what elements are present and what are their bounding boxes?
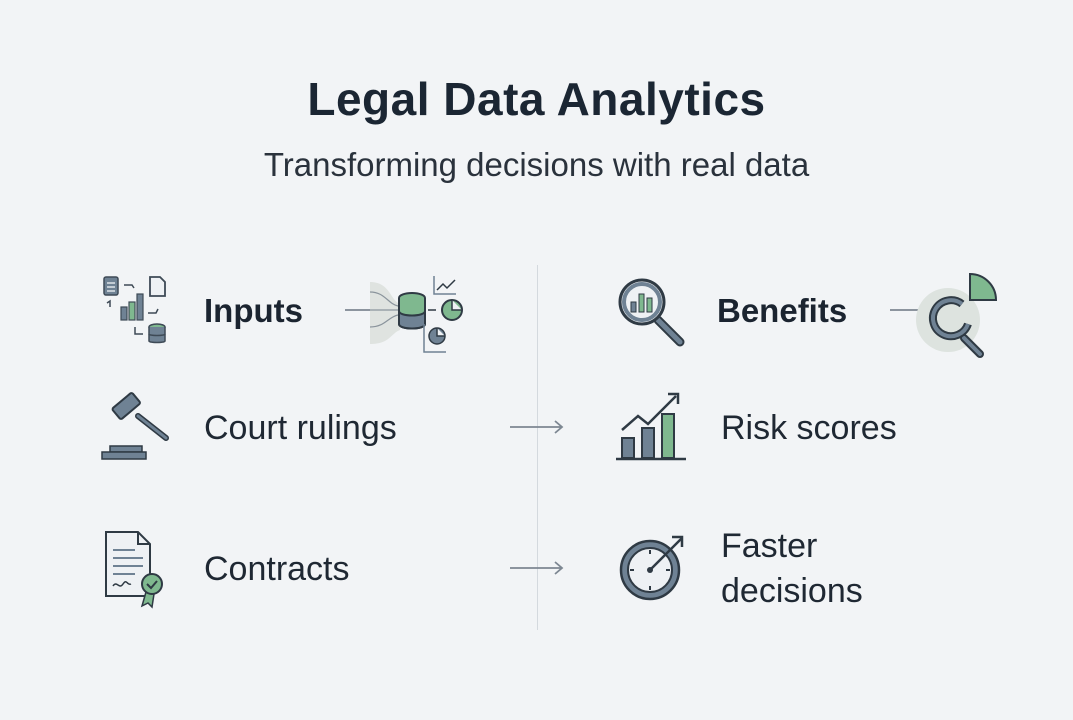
faster-decisions-label-line2: decisions — [721, 572, 863, 610]
rising-bar-chart-icon — [616, 392, 686, 461]
faster-decisions-label-line1: Faster — [721, 527, 818, 565]
page-subtitle: Transforming decisions with real data — [263, 146, 810, 183]
arrow-right-icon — [510, 420, 564, 434]
gavel-icon — [101, 392, 169, 460]
speed-gauge-icon — [619, 535, 684, 601]
data-sources-icon — [103, 276, 166, 344]
benefits-heading: Benefits — [717, 292, 848, 329]
contracts-label: Contracts — [204, 550, 350, 588]
court-rulings-label: Court rulings — [204, 409, 397, 447]
column-divider — [537, 265, 538, 630]
arrow-right-icon — [510, 561, 564, 575]
inputs-heading: Inputs — [204, 292, 303, 329]
certified-contract-icon — [105, 531, 163, 609]
data-pipeline-icon — [369, 276, 463, 353]
risk-scores-label: Risk scores — [721, 409, 897, 447]
pie-analysis-icon — [916, 272, 998, 358]
magnifier-chart-icon — [618, 278, 685, 347]
page-title: Legal Data Analytics — [307, 73, 766, 125]
